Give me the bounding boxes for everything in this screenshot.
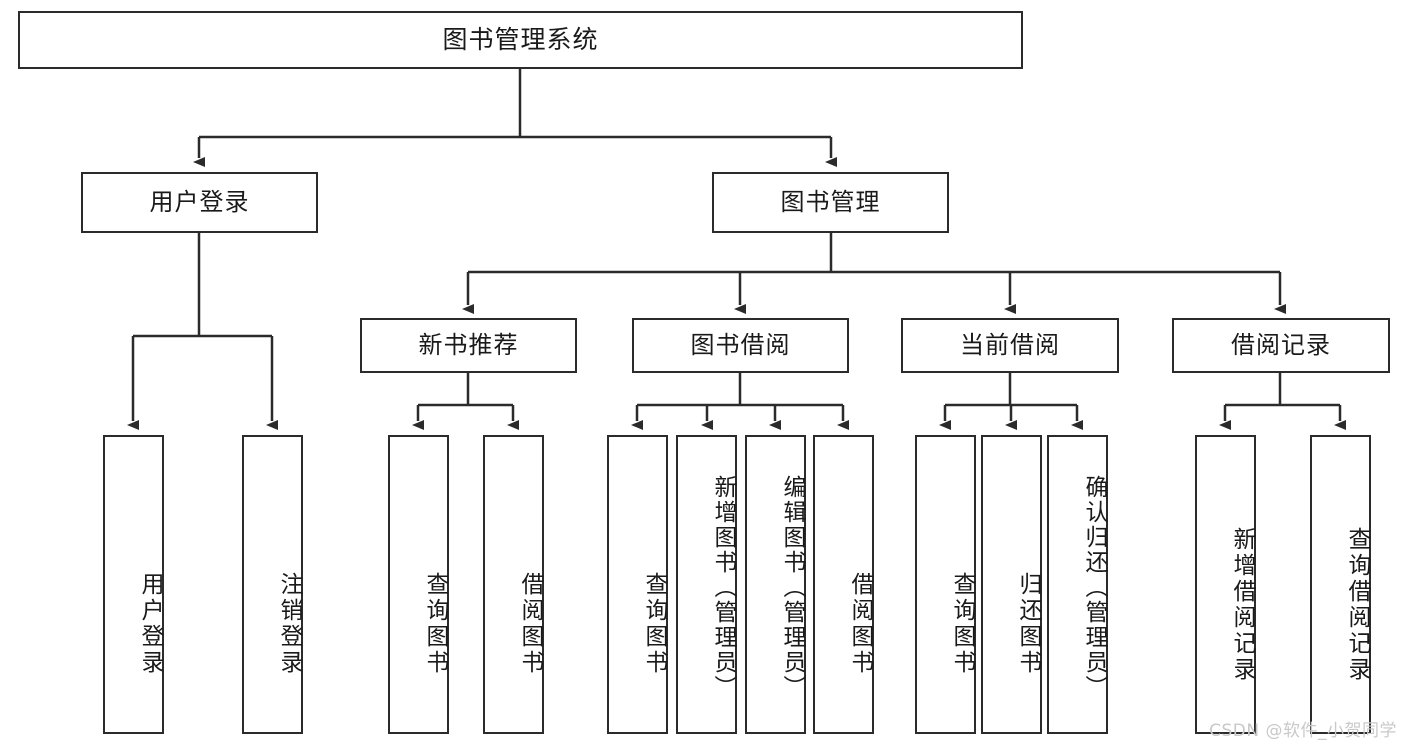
leaf-current-borrow-query[interactable]: 查询图书 xyxy=(915,435,976,734)
leaf-new-book-query[interactable]: 查询图书 xyxy=(388,435,449,734)
node-borrow-records[interactable]: 借阅记录 xyxy=(1172,318,1390,373)
leaf-new-book-query-label: 查询图书 xyxy=(422,571,448,676)
leaf-book-borrow-edit-label: 编辑图书（管理员） xyxy=(779,475,805,700)
node-user-login[interactable]: 用户登录 xyxy=(81,172,318,233)
leaf-current-borrow-confirm-return-label: 确认归还（管理员） xyxy=(1081,475,1107,700)
node-book-management-label: 图书管理 xyxy=(780,188,881,217)
leaf-new-book-borrow-label: 借阅图书 xyxy=(517,571,543,676)
leaf-book-borrow-borrow[interactable]: 借阅图书 xyxy=(813,435,874,734)
leaf-new-book-borrow[interactable]: 借阅图书 xyxy=(483,435,544,734)
node-root-label: 图书管理系统 xyxy=(442,25,599,54)
node-new-book-recommendation-label: 新书推荐 xyxy=(418,331,519,360)
node-borrow-records-label: 借阅记录 xyxy=(1231,331,1331,360)
leaf-book-borrow-borrow-label: 借阅图书 xyxy=(847,571,873,676)
node-current-borrowing-label: 当前借阅 xyxy=(960,331,1060,360)
leaf-current-borrow-confirm-return[interactable]: 确认归还（管理员） xyxy=(1047,435,1108,734)
leaf-record-add[interactable]: 新增借阅记录 xyxy=(1195,435,1256,734)
leaf-current-borrow-return[interactable]: 归还图书 xyxy=(981,435,1042,734)
leaf-current-borrow-query-label: 查询图书 xyxy=(949,571,975,676)
leaf-book-borrow-add-label: 新增图书（管理员） xyxy=(710,475,736,700)
leaf-record-query[interactable]: 查询借阅记录 xyxy=(1310,435,1371,734)
leaf-user-login-signout-label: 注销登录 xyxy=(276,571,302,676)
leaf-book-borrow-edit[interactable]: 编辑图书（管理员） xyxy=(745,435,806,734)
leaf-book-borrow-query[interactable]: 查询图书 xyxy=(607,435,668,734)
node-user-login-label: 用户登录 xyxy=(149,188,250,217)
leaf-current-borrow-return-label: 归还图书 xyxy=(1015,571,1041,676)
node-root-system[interactable]: 图书管理系统 xyxy=(18,11,1023,69)
leaf-user-login-signin-label: 用户登录 xyxy=(137,571,163,676)
leaf-user-login-signout[interactable]: 注销登录 xyxy=(242,435,303,734)
node-book-management[interactable]: 图书管理 xyxy=(712,172,949,233)
node-current-borrowing[interactable]: 当前借阅 xyxy=(901,318,1119,373)
leaf-record-query-label: 查询借阅记录 xyxy=(1344,526,1370,683)
leaf-record-add-label: 新增借阅记录 xyxy=(1229,526,1255,683)
csdn-watermark: CSDN @软件_小贺同学 xyxy=(1209,721,1397,741)
node-book-borrowing[interactable]: 图书借阅 xyxy=(632,318,849,373)
leaf-book-borrow-query-label: 查询图书 xyxy=(641,571,667,676)
leaf-book-borrow-add[interactable]: 新增图书（管理员） xyxy=(676,435,737,734)
node-book-borrowing-label: 图书借阅 xyxy=(690,331,791,360)
node-new-book-recommendation[interactable]: 新书推荐 xyxy=(360,318,577,373)
leaf-user-login-signin[interactable]: 用户登录 xyxy=(103,435,164,734)
